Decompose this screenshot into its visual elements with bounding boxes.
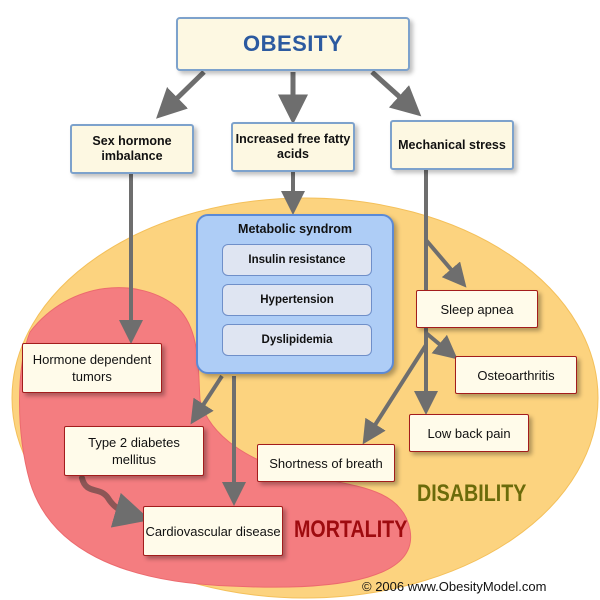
sleep-apnea-label: Sleep apnea [440, 301, 514, 317]
shortness-of-breath-label: Shortness of breath [269, 455, 383, 471]
sex-hormone-imbalance-box: Sex hormone imbalance [70, 124, 194, 174]
metabolic-syndrome-title: Metabolic syndrom [238, 222, 352, 236]
mechanical-stress-label: Mechanical stress [398, 137, 506, 152]
low-back-pain-label: Low back pain [427, 425, 511, 441]
disability-label: DISABILITY [417, 480, 527, 507]
mortality-label: MORTALITY [294, 516, 408, 543]
obesity-title-box: OBESITY [176, 17, 410, 71]
copyright-text: © 2006 www.ObesityModel.com [362, 579, 547, 594]
osteoarthritis-label: Osteoarthritis [477, 367, 555, 383]
obesity-title: OBESITY [242, 31, 344, 56]
arrow-diabetes-to-cardiovascular [79, 475, 151, 528]
increased-free-fatty-acids-box: Increased free fatty acids [231, 122, 355, 172]
sex-hormone-imbalance-label: Sex hormone imbalance [92, 134, 172, 163]
metabolic-syndrome-box: Metabolic syndrom Insulin resistance Hyp… [196, 214, 394, 374]
arrow-obesity-to-sex-hormone [156, 70, 206, 119]
arrow-mechanical-to-sleep-apnea [424, 238, 467, 288]
type-2-diabetes-box: Type 2 diabetes mellitus [64, 426, 204, 476]
arrow-mechanical-to-shortness-of-breath [362, 343, 428, 445]
dyslipidemia-item: Dyslipidemia [222, 324, 372, 356]
arrow-obesity-to-mechanical-stress [370, 70, 422, 117]
insulin-resistance-item: Insulin resistance [222, 244, 372, 276]
mechanical-stress-box: Mechanical stress [390, 120, 514, 170]
arrow-metabolic-to-diabetes [190, 374, 224, 425]
low-back-pain-box: Low back pain [409, 414, 529, 452]
cardiovascular-disease-label: Cardiovascular disease [145, 523, 281, 539]
arrow-mechanical-to-osteoarthritis [424, 331, 458, 360]
increased-free-fatty-acids-label: Increased free fatty acids [235, 132, 351, 161]
hormone-dependent-tumors-label: Hormone dependent tumors [32, 352, 152, 384]
sleep-apnea-box: Sleep apnea [416, 290, 538, 328]
cardiovascular-disease-box: Cardiovascular disease [143, 506, 283, 556]
hypertension-item: Hypertension [222, 284, 372, 316]
hormone-dependent-tumors-box: Hormone dependent tumors [22, 343, 162, 393]
shortness-of-breath-box: Shortness of breath [257, 444, 395, 482]
osteoarthritis-box: Osteoarthritis [455, 356, 577, 394]
type-2-diabetes-label: Type 2 diabetes mellitus [88, 435, 180, 467]
